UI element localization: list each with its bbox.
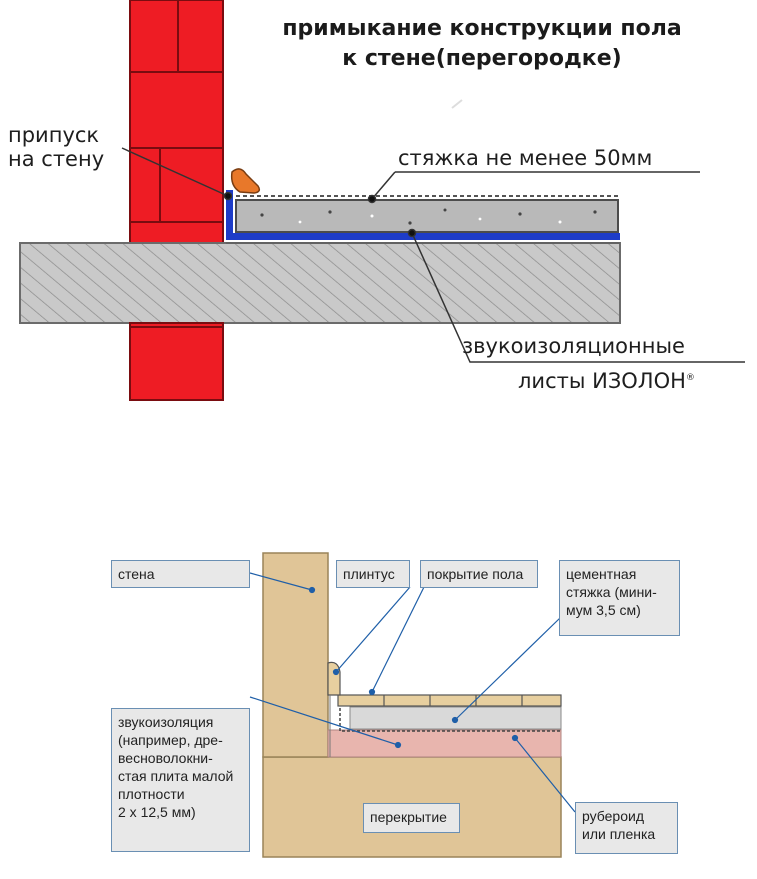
soundproofing-line-3: весноволокни- xyxy=(118,750,213,766)
label-roofing: рубероид или пленка xyxy=(575,802,678,854)
screed-line-2: стяжка (мини- xyxy=(566,584,657,600)
registered-mark: ® xyxy=(685,373,695,383)
label-cement-screed: цементная стяжка (мини- мум 3,5 см) xyxy=(559,560,680,636)
label-wall: стена xyxy=(111,560,250,588)
sheets-line-2-text: листы ИЗОЛОН xyxy=(518,369,686,393)
title-line-1: примыкание конструкции пола xyxy=(282,16,682,41)
slash-mark xyxy=(451,99,463,109)
allowance-line-2: на стену xyxy=(8,147,105,171)
title-line-2: к стене(перегородке) xyxy=(342,46,622,71)
screed-line-1: цементная xyxy=(566,566,637,582)
soundproofing-line-5: плотности xyxy=(118,786,185,802)
label-floor-covering: покрытие пола xyxy=(420,560,538,588)
soundproofing-line-4: стая плита малой xyxy=(118,768,234,784)
label-screed: стяжка не менее 50мм xyxy=(398,146,653,170)
soundproofing-line-2: (например, дре- xyxy=(118,732,223,748)
label-soundproofing: звукоизоляция (например, дре- весноволок… xyxy=(111,708,250,852)
label-wall-allowance: припуск на стену xyxy=(8,123,104,171)
diagram-title: примыкание конструкции пола к стене(пере… xyxy=(232,14,732,74)
soundproofing-line-6: 2 х 12,5 мм) xyxy=(118,804,196,820)
floor-slab xyxy=(19,242,621,324)
leader-lines-top xyxy=(121,147,745,363)
screed-line-3: мум 3,5 см) xyxy=(566,602,641,618)
roofing-line-2: или пленка xyxy=(582,826,656,842)
label-soundproof-sheets-2: листы ИЗОЛОН® xyxy=(518,366,695,393)
label-ceiling: перекрытие xyxy=(363,803,460,833)
label-baseboard: плинтус xyxy=(336,560,410,588)
leader-lines-bottom xyxy=(249,572,576,813)
insulation-layer xyxy=(226,190,620,244)
edge-strip xyxy=(230,168,261,194)
allowance-line-1: припуск xyxy=(8,123,100,147)
soundproofing-line-1: звукоизоляция xyxy=(118,714,214,730)
roofing-line-1: рубероид xyxy=(582,808,644,824)
screed-layer xyxy=(235,195,619,233)
label-soundproof-sheets-1: звукоизоляционные xyxy=(462,334,685,358)
